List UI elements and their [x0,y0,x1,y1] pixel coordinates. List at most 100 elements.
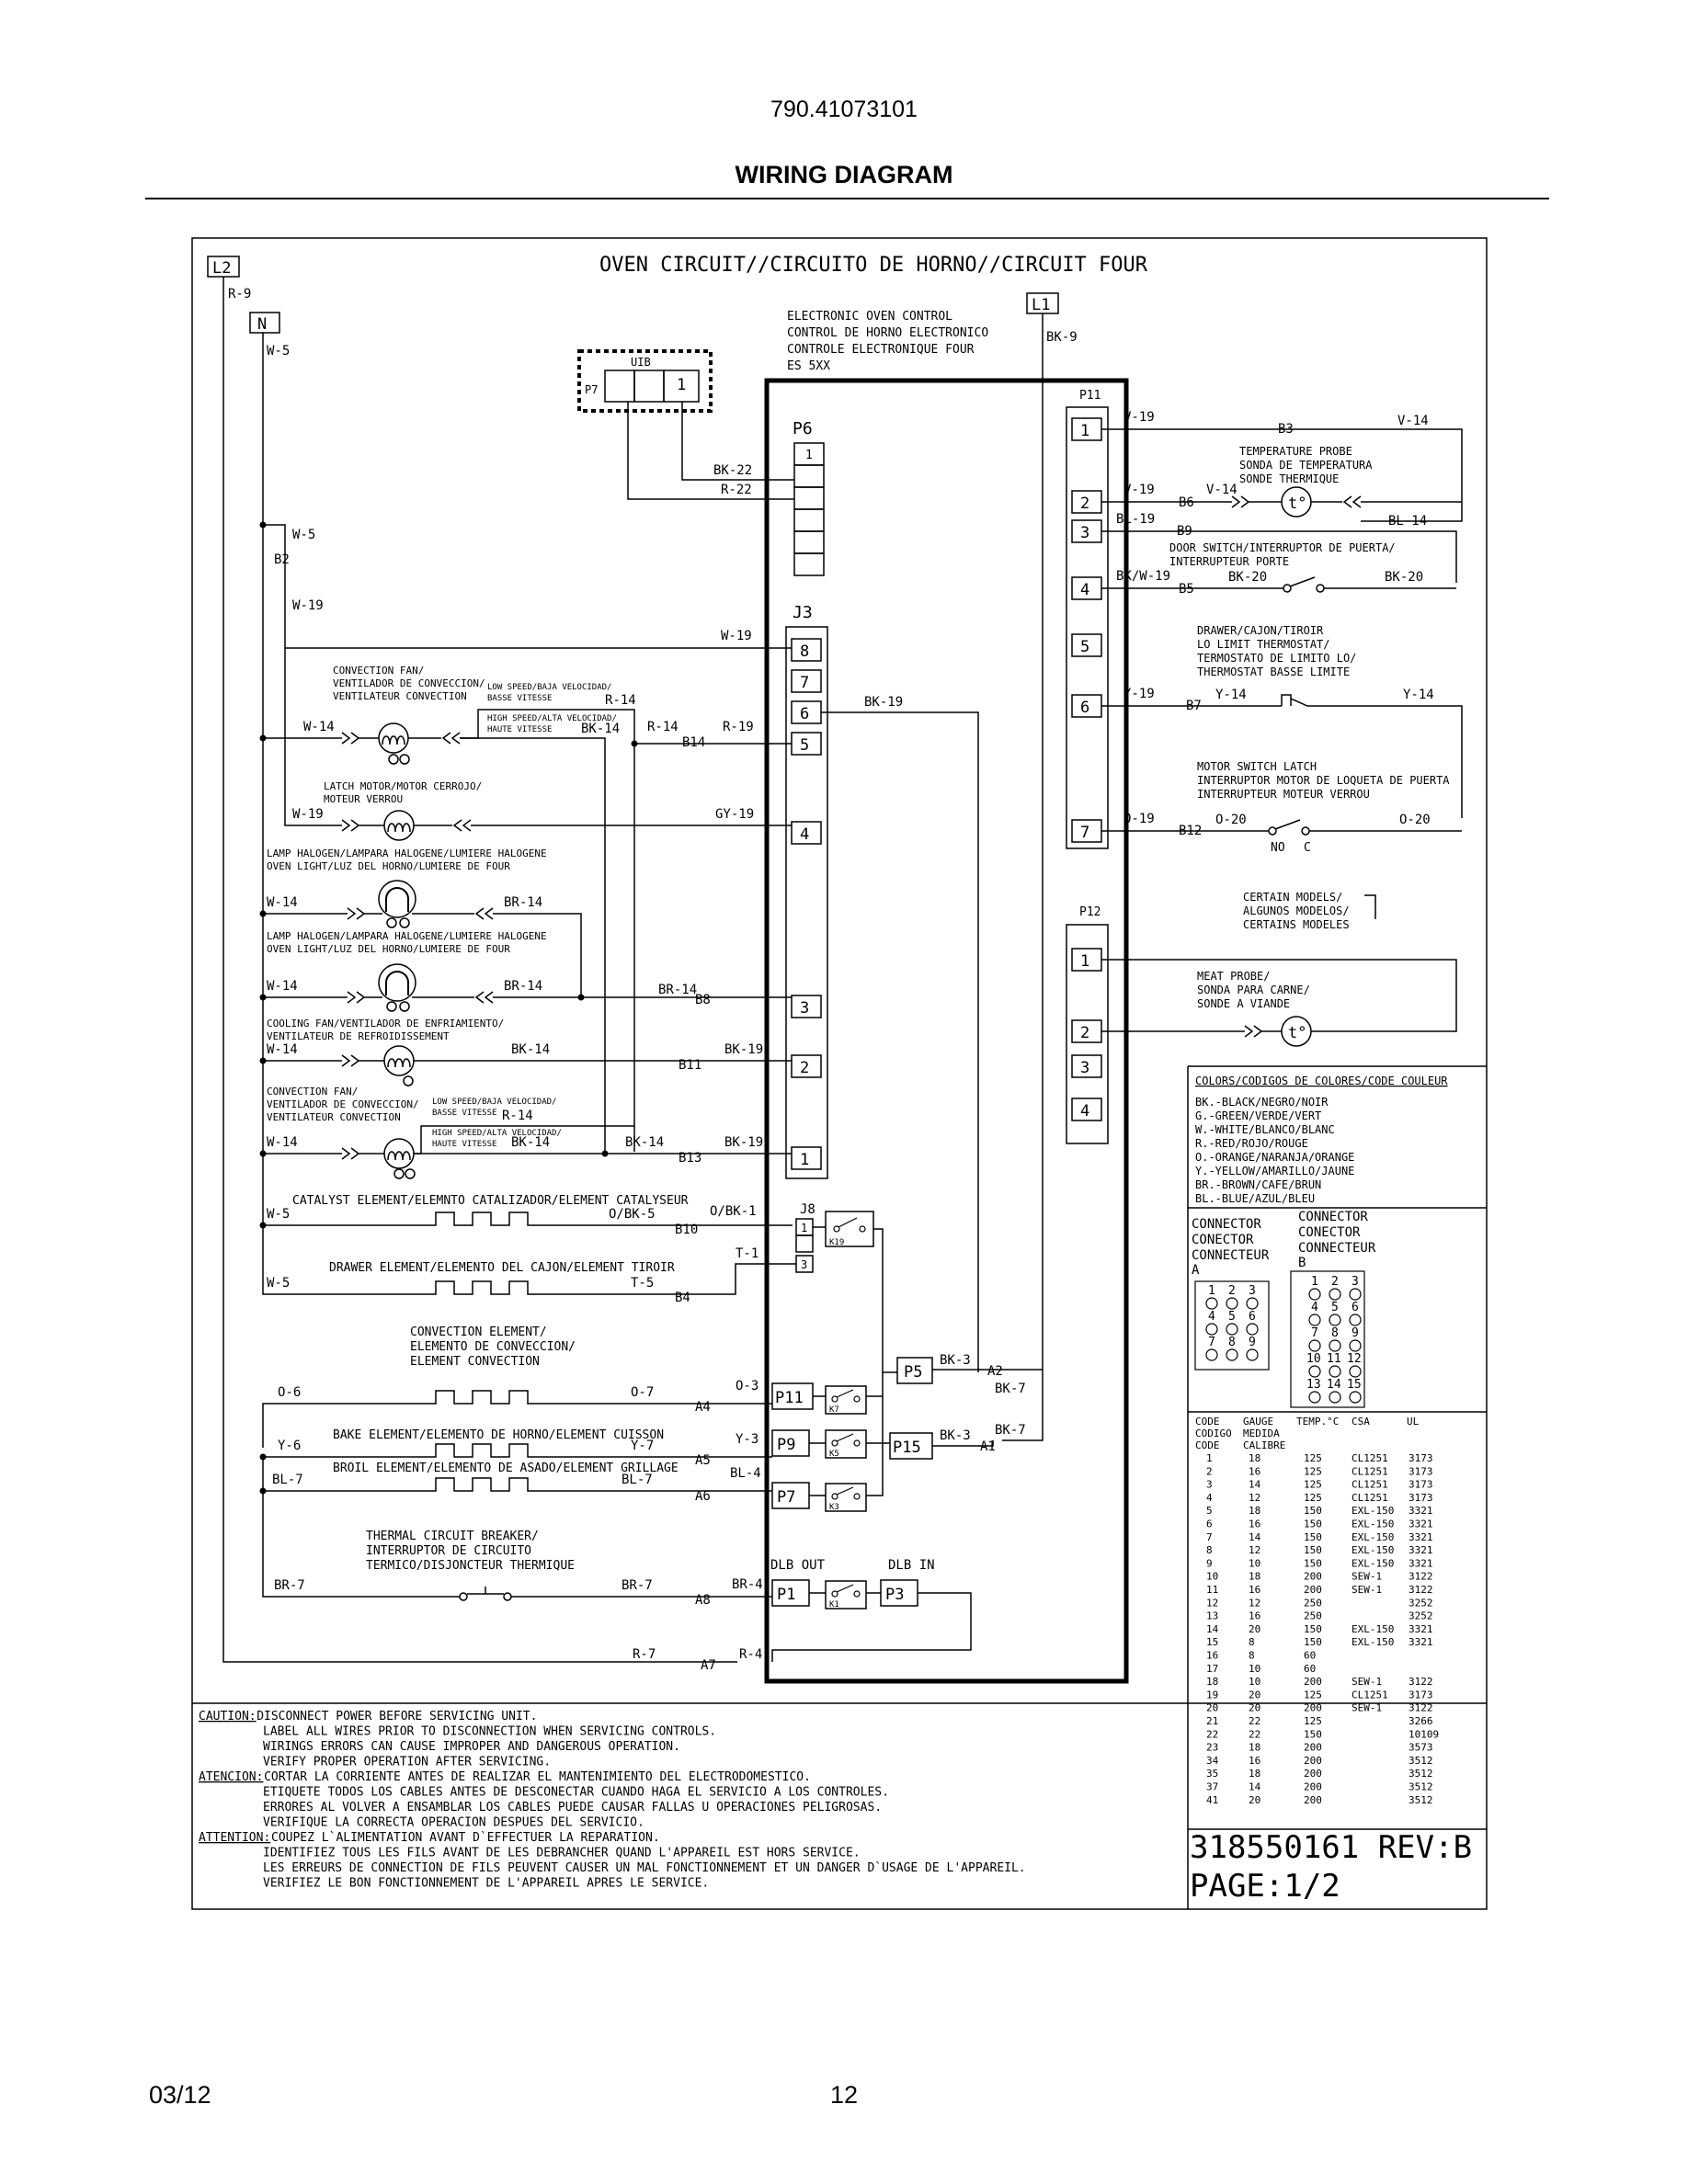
wire-o19: O-19 [1123,812,1155,826]
code-table-cell: 200 [1304,1702,1322,1714]
cool-label-2: VENTILATEUR DE REFROIDISSEMENT [267,1030,450,1042]
note-label: CAUTION: [199,1710,257,1723]
term-b2: B2 [274,552,290,567]
conn-b-pin-label: 15 [1347,1378,1362,1392]
code-table-header: UL [1407,1416,1420,1428]
code-table-cell: 150 [1304,1636,1322,1648]
code-table-cell: 10109 [1409,1728,1439,1740]
code-table-cell: 19 [1206,1689,1218,1701]
conn-a-pin-label: 2 [1228,1284,1236,1298]
code-table-cell: 18 [1249,1452,1260,1464]
code-table-cell: 3321 [1409,1636,1433,1648]
wire-bk19-cool: BK-19 [724,1042,763,1057]
code-table-cell: 3173 [1409,1465,1433,1477]
color-bl: BL.-BLUE/AZUL/BLEU [1195,1192,1315,1205]
conn-b-pin-hole [1308,1314,1321,1326]
code-table-cell: SEW-1 [1352,1571,1382,1583]
conn-a-line-4: A [1192,1263,1200,1278]
wire-v14-top: V-14 [1397,414,1429,428]
cm-label-2: ALGUNOS MODELOS/ [1243,904,1350,917]
model-number: 790.41073101 [770,97,918,122]
code-table-cell: 125 [1304,1492,1322,1504]
relay-k3: K3 [829,1503,839,1512]
wire-w19-b2: W-19 [292,598,324,613]
code-table-cell: 13 [1206,1610,1218,1622]
j3-pin-5: 5 [800,736,809,755]
wire-r14-b14: R-14 [647,720,679,734]
code-table-cell: 22 [1249,1715,1260,1727]
code-table-cell: 18 [1249,1742,1260,1754]
conn-b-line-2: CONECTOR [1298,1225,1361,1240]
tp-label-1: TEMPERATURE PROBE [1239,445,1352,458]
wire-bk9: BK-9 [1046,330,1078,345]
drw-label: DRAWER ELEMENT/ELEMENTO DEL CAJON/ELEMEN… [329,1261,675,1275]
note-line: VERIFY PROPER OPERATION AFTER SERVICING. [263,1756,551,1769]
conn-a-pin-hole [1226,1297,1238,1310]
colors-title: COLORS/CODIGOS DE COLORES/CODE COULEUR [1195,1075,1448,1087]
code-table-cell: 3252 [1409,1610,1433,1622]
p11-label: P11 [1079,389,1101,403]
cf1-high-2: HAUTE VITESSE [487,725,552,734]
code-table-cell: 21 [1206,1715,1218,1727]
wire-bk20-a: BK-20 [1228,570,1267,585]
wire-ob1: O/BK-1 [710,1204,757,1219]
color-bk: BK.-BLACK/NEGRO/NOIR [1195,1096,1329,1109]
term-b7: B7 [1186,699,1202,713]
n-box [249,312,280,334]
wire-bkw19: BK/W-19 [1116,569,1170,584]
code-table-cell: CL1251 [1352,1492,1388,1504]
code-table-header: GAUGE [1243,1416,1273,1428]
note-label: ATTENTION: [199,1831,270,1845]
conn-b-pin-label: 11 [1327,1352,1341,1366]
p12-pin-2: 2 [1080,1024,1089,1042]
code-table-cell: 3321 [1409,1519,1433,1530]
diagram-frame [191,237,1488,1910]
code-table-cell: 1 [1206,1452,1213,1464]
p3-label: P3 [885,1586,904,1604]
conn-b-pin-label: 7 [1311,1326,1318,1340]
color-r: R.-RED/ROJO/ROUGE [1195,1137,1308,1150]
term-b6: B6 [1179,495,1194,510]
code-table-cell: EXL-150 [1352,1623,1394,1635]
code-table-cell: 3321 [1409,1557,1433,1569]
code-table-cell: 3122 [1409,1676,1433,1688]
conn-b-pin-hole [1329,1314,1341,1326]
n-label: N [257,315,267,334]
term-b11: B11 [679,1058,701,1073]
code-table-cell: 3122 [1409,1702,1433,1714]
code-table-cell: EXL-150 [1352,1636,1394,1648]
wire-v14-mid: V-14 [1206,483,1237,497]
code-table-cell: 200 [1304,1742,1322,1754]
code-table-cell: 3266 [1409,1715,1433,1727]
wire-y14-a: Y-14 [1215,688,1247,702]
eoc-label-3: CONTROLE ELECTRONIQUE FOUR [787,343,975,357]
code-table-cell: 3173 [1409,1492,1433,1504]
code-table-cell: 34 [1206,1755,1219,1767]
code-table-cell: 3573 [1409,1742,1433,1754]
wire-ob5: O/BK-5 [609,1207,656,1222]
conn-a-pin-label: 5 [1228,1310,1236,1324]
code-table-header: MEDIDA [1243,1428,1280,1439]
code-table-cell: 2 [1206,1465,1213,1477]
wire-w5-drw: W-5 [267,1276,290,1291]
code-table-cell: 250 [1304,1610,1322,1622]
cf2-high-2: HAUTE VITESSE [432,1140,496,1149]
lh2-label-2: OVEN LIGHT/LUZ DEL HORNO/LUMIERE DE FOUR [267,943,510,955]
conn-a-pin-hole [1226,1323,1238,1336]
code-table-cell: 60 [1304,1650,1316,1662]
code-table-cell: CL1251 [1352,1689,1388,1701]
l1-label: L1 [1032,296,1050,314]
conn-a-pin-hole [1246,1323,1259,1336]
p5-box [896,1357,933,1384]
code-table-cell: 200 [1304,1571,1322,1583]
cf2-label-1: CONVECTION FAN/ [267,1086,358,1098]
code-table-cell: 35 [1206,1768,1218,1780]
p11-body [1066,406,1109,849]
code-table-header: CALIBRE [1243,1439,1285,1451]
note-line: COUPEZ L`ALIMENTATION AVANT D`EFFECTUER … [271,1831,660,1845]
wire-w19-lm: W-19 [292,807,324,822]
code-table-header: CODE [1195,1439,1220,1451]
mp-label-2: SONDA PARA CARNE/ [1197,984,1310,996]
